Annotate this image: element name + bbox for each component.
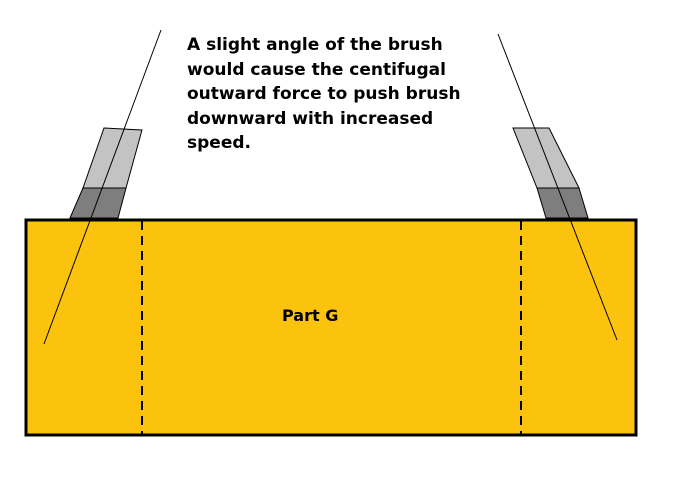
caption-line-2: would cause the centifugal (187, 59, 446, 80)
caption-line-1: A slight angle of the brush (187, 35, 443, 55)
left-brush (69, 127, 143, 219)
caption-line-5: speed. (187, 133, 251, 153)
caption-line-3: outward force to push brush (187, 84, 461, 104)
part-g-block (24, 218, 638, 437)
right-angle-line (497, 33, 618, 341)
left-brush-lower-segment (69, 187, 127, 219)
right-brush (512, 127, 589, 219)
right-brush-lower-segment (536, 187, 589, 219)
caption-line-4: downward with increased (187, 108, 434, 129)
explanation-caption: A slight angle of the brush would cause … (187, 33, 507, 156)
left-brush-upper-segment (82, 127, 143, 189)
left-angle-line (43, 29, 162, 345)
part-g-label: Part G (282, 306, 339, 325)
